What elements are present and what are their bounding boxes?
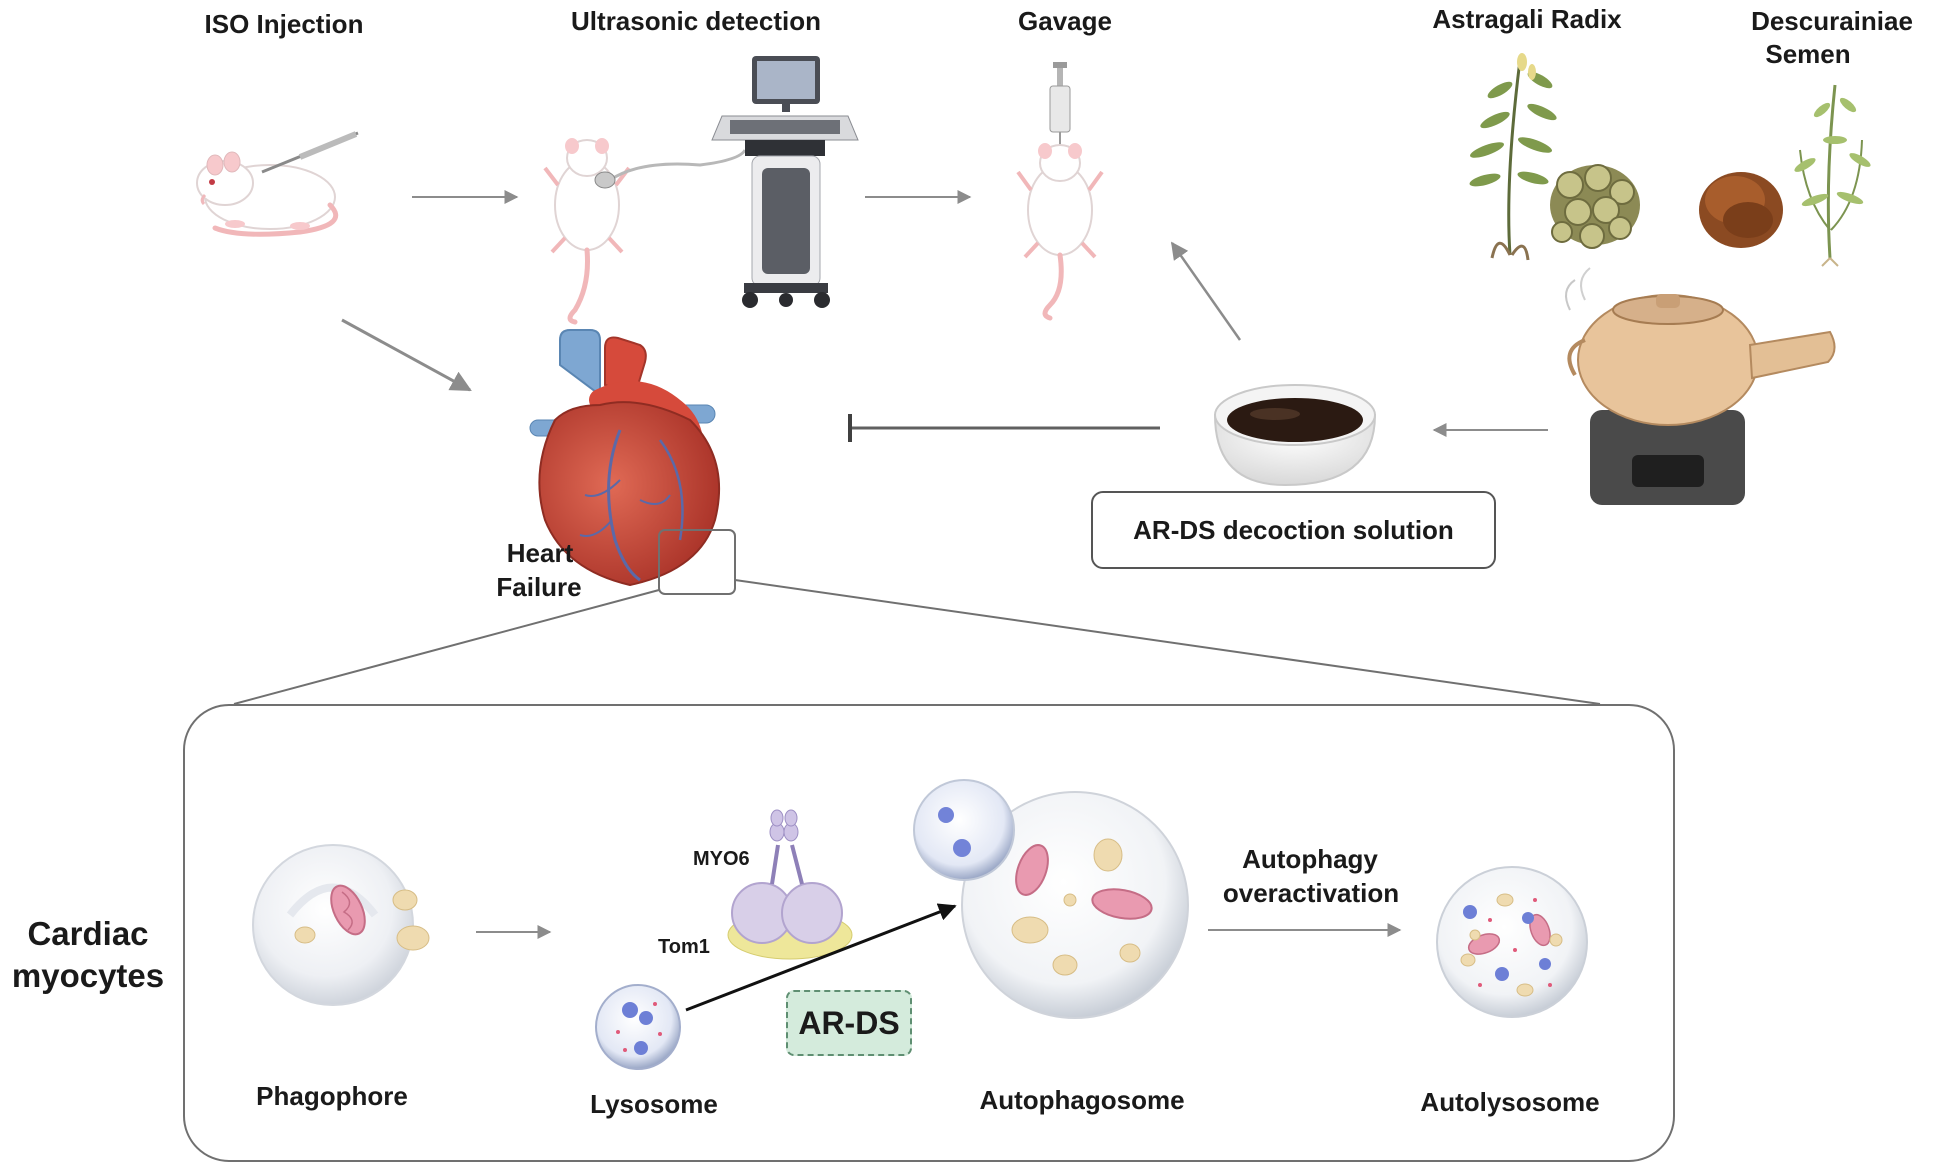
tom1-label: Tom1 [658,936,710,958]
lysosome-label: Lysosome [590,1089,718,1119]
failure-label: Failure [496,572,582,602]
ards-treatment-label: AR-DS [798,1004,900,1041]
cardiac-label: Cardiac [27,915,149,952]
phagophore-icon [252,844,430,1006]
myocytes-label: myocytes [11,957,165,994]
descurainia-plant-icon [1794,84,1871,267]
zoom-line-left [233,589,660,705]
decoction-solution-box: AR-DS decoction solution [1091,491,1496,569]
arrow-rat-to-heart [341,318,472,392]
semen-label: Semen [1765,39,1851,69]
descurainiae-label: Descurainiae [1751,6,1913,36]
astragalus-plant-icon [1469,53,1557,261]
arrow-bowl-to-gavage [1170,241,1242,341]
autophagosome-icon [913,779,1189,1019]
arrow-lysosome-to-autophagosome [685,903,957,1012]
mitochondrion-icon [1467,913,1551,955]
heart-label: Heart [506,538,574,568]
astragali-radix-label: Astragali Radix [1432,4,1622,34]
cardiac-myocytes-panel [183,704,1675,1162]
descurainia-seeds-icon [1699,172,1783,248]
mitochondrion-icon [1091,888,1153,920]
clay-pot-icon [1565,267,1836,505]
phagophore-label: Phagophore [256,1081,408,1111]
rat-icon [196,151,339,237]
autolysosome-label: Autolysosome [1420,1087,1600,1117]
overactivation-label: overactivation [1222,878,1400,908]
rat-icon [1016,143,1104,321]
astragalus-slices-icon [1550,164,1640,249]
ards-treatment-tag: AR-DS [786,990,912,1056]
zoom-region [658,529,736,595]
syringe-icon [1049,62,1071,148]
myo6-tom1-protein-icon [727,809,853,960]
syringe-icon [261,131,359,174]
rat-icon [543,138,631,325]
decoction-solution-label: AR-DS decoction solution [1133,514,1454,545]
mitochondrion-icon [330,884,366,936]
zoom-line-right [734,579,1601,705]
autolysosome-icon [1436,866,1588,1018]
heart-icon [529,329,721,587]
gavage-label: Gavage [1018,6,1112,36]
ultrasound-probe-cable [609,149,747,182]
lysosome-icon [595,984,681,1070]
decoction-bowl-icon [1213,384,1377,487]
ultrasonic-detection-label: Ultrasonic detection [571,6,821,36]
autophagy-label: Autophagy [1242,844,1378,874]
autophagosome-label: Autophagosome [979,1085,1185,1115]
ultrasound-probe-icon [594,171,616,189]
iso-injection-label: ISO Injection [204,9,364,39]
ultrasound-machine-icon [711,56,859,308]
mitochondrion-icon [1015,844,1049,896]
myo6-label: MYO6 [693,848,750,870]
